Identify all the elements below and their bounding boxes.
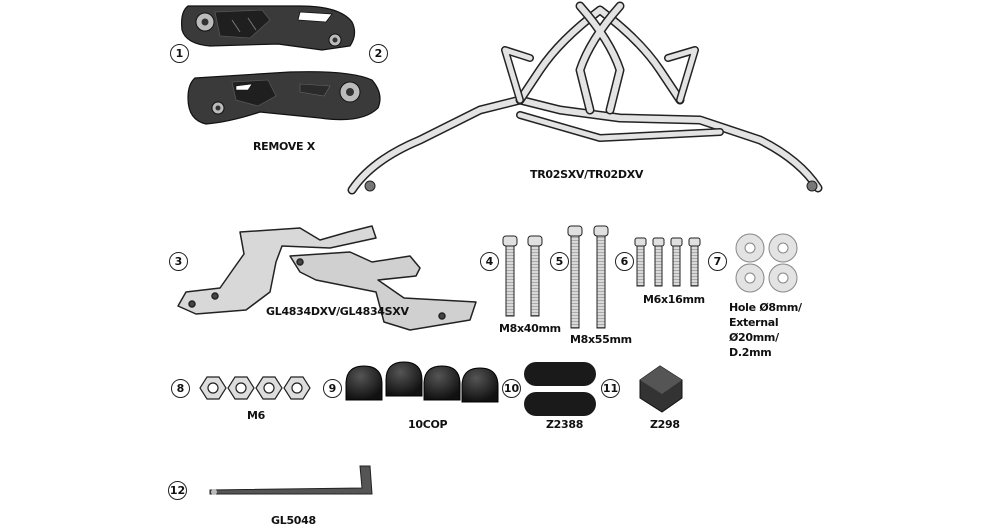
- callout-11: 11: [601, 379, 620, 398]
- callout-8: 8: [171, 379, 190, 398]
- callout-7: 7: [708, 252, 727, 271]
- caption-m8x55: M8x55mm: [570, 333, 632, 346]
- callout-12: 12: [168, 481, 187, 500]
- caption-z2388: Z2388: [546, 418, 584, 431]
- side-brackets: [177, 225, 477, 331]
- bolts-m8x55: [567, 225, 609, 329]
- callout-3: 3: [169, 252, 188, 271]
- side-cover-2: [187, 71, 381, 125]
- rubber-pads-z2388: [524, 362, 596, 416]
- bolts-m6x16: [634, 237, 701, 287]
- caption-gl5048: GL5048: [271, 514, 316, 525]
- caption-brackets: GL4834DXV/GL4834SXV: [266, 305, 409, 318]
- rubber-pad-z298: [639, 365, 683, 413]
- caption-10cop: 10COP: [408, 418, 448, 431]
- caption-remove-x: REMOVE X: [253, 140, 315, 153]
- caption-m8x40: M8x40mm: [499, 322, 561, 335]
- side-cover-1: [181, 5, 356, 51]
- caption-m6x16: M6x16mm: [643, 293, 705, 306]
- bolt-caps-10cop: [345, 361, 499, 403]
- nuts-m6: [199, 376, 311, 400]
- caption-m6: M6: [247, 409, 266, 422]
- callout-9: 9: [323, 379, 342, 398]
- washers: [735, 233, 798, 293]
- callout-4: 4: [480, 252, 499, 271]
- callout-1: 1: [170, 44, 189, 63]
- callout-10: 10: [502, 379, 521, 398]
- callout-2: 2: [369, 44, 388, 63]
- caption-washer-spec: Hole Ø8mm/ External Ø20mm/ D.2mm: [729, 301, 802, 359]
- callout-5: 5: [550, 252, 569, 271]
- rod-gl5048: [209, 465, 373, 495]
- callout-6: 6: [615, 252, 634, 271]
- caption-rack: TR02SXV/TR02DXV: [530, 168, 644, 181]
- rear-rack-frame: [347, 1, 823, 195]
- caption-z298: Z298: [650, 418, 680, 431]
- bolts-m8x40: [502, 235, 543, 317]
